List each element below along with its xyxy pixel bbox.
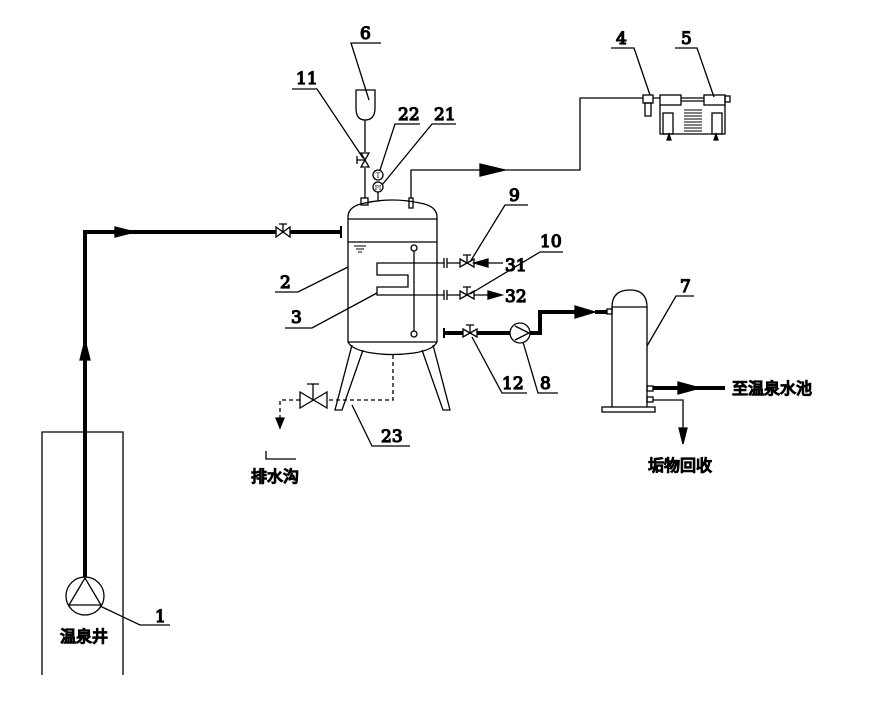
leader-3 xyxy=(285,292,378,329)
well-pump-1 xyxy=(65,576,105,616)
air-filter-4 xyxy=(640,94,660,117)
label-8: 8 xyxy=(540,374,551,394)
well-label: 温泉井 xyxy=(60,627,108,646)
label-2: 2 xyxy=(280,273,291,293)
leader-23 xyxy=(351,404,410,447)
label-21: 21 xyxy=(434,105,456,125)
pump-8 xyxy=(509,322,531,344)
pool-arrow xyxy=(677,381,703,395)
flow-arrow-up xyxy=(79,339,91,361)
label-1: 1 xyxy=(155,607,166,627)
drain-arrow xyxy=(275,417,285,430)
leader-22 xyxy=(379,123,420,171)
to-pool-label: 至温泉水池 xyxy=(732,379,812,398)
outlet-pipe xyxy=(444,310,575,335)
arrow-out-32 xyxy=(483,290,505,300)
label-22: 22 xyxy=(398,105,420,125)
scale-recovery-label: 垢物回收 xyxy=(648,456,712,475)
scale-arrow xyxy=(678,427,688,445)
tank-2 xyxy=(334,199,451,411)
leader-9 xyxy=(469,204,528,263)
label-6: 6 xyxy=(360,24,371,44)
label-23: 23 xyxy=(381,427,403,447)
leader-1 xyxy=(99,605,170,626)
leader-11 xyxy=(292,88,364,159)
leader-4 xyxy=(611,47,651,96)
label-4: 4 xyxy=(616,29,627,49)
hot-spring-well xyxy=(41,431,124,675)
dosing-funnel-6 xyxy=(355,89,376,206)
pressure-gauge-21: PI xyxy=(372,181,384,201)
svg-text:T: T xyxy=(376,172,381,180)
air-compressor-5 xyxy=(659,94,731,141)
drain-ditch xyxy=(265,451,296,460)
leader-10 xyxy=(469,251,563,295)
svg-text:PI: PI xyxy=(375,185,382,192)
inlet-pipe xyxy=(83,230,340,577)
valve-9 xyxy=(459,254,475,269)
leader-5 xyxy=(675,47,715,98)
temperature-gauge-22: T xyxy=(372,169,384,181)
label-9: 9 xyxy=(509,186,520,206)
leader-8 xyxy=(522,341,558,394)
leader-7 xyxy=(646,295,694,347)
level-rod xyxy=(410,244,418,338)
leader-2 xyxy=(275,266,349,293)
flow-arrow-right xyxy=(114,226,136,238)
valve-11 xyxy=(356,152,371,168)
arrow-in-31 xyxy=(471,258,503,268)
vent-nozzle xyxy=(408,197,414,209)
label-32: 32 xyxy=(505,287,527,307)
valve-12 xyxy=(462,324,478,339)
drain-valve xyxy=(299,383,328,410)
air-flow-arrow xyxy=(479,163,506,177)
label-7: 7 xyxy=(680,277,691,297)
label-12: 12 xyxy=(502,374,524,394)
air-pipe xyxy=(410,97,640,198)
inlet-valve xyxy=(275,223,291,239)
leader-6 xyxy=(350,42,381,101)
drain-line xyxy=(279,355,394,420)
leader-12 xyxy=(471,336,527,394)
flow-arrow-to-separator xyxy=(574,305,598,319)
label-10: 10 xyxy=(540,232,562,252)
separator-7 xyxy=(601,289,656,413)
label-3: 3 xyxy=(291,308,302,328)
label-5: 5 xyxy=(681,29,692,49)
drain-label: 排水沟 xyxy=(251,467,299,486)
leader-21 xyxy=(381,123,456,186)
scale-outlet-pipe xyxy=(653,399,684,430)
label-11: 11 xyxy=(296,69,318,89)
